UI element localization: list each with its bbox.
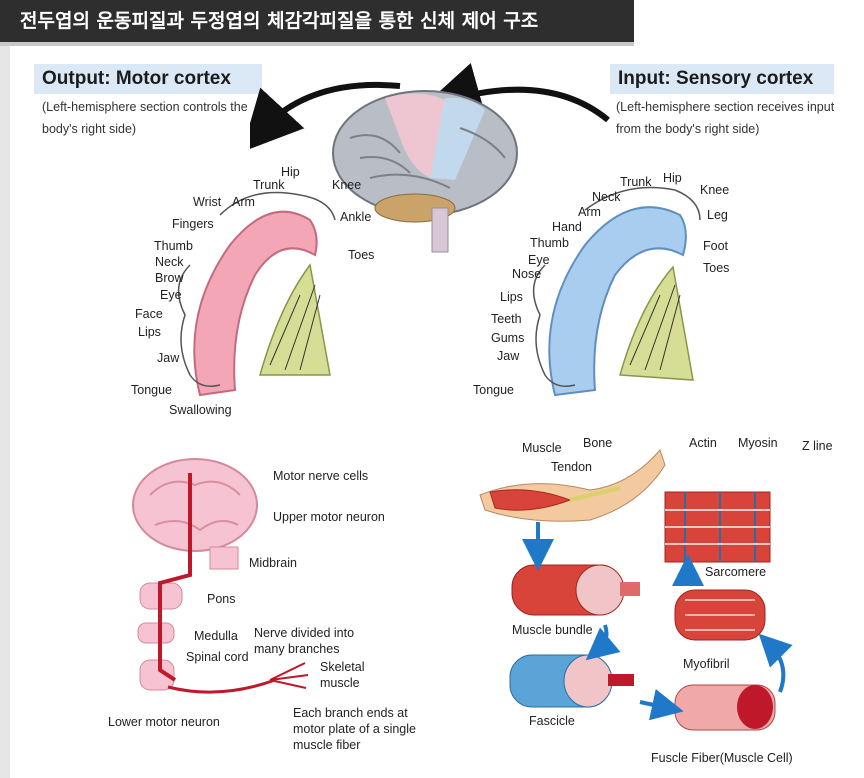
motor-label-thumb: Thumb [154,239,193,253]
medulla-shape [138,623,174,643]
muscle-label-z-line: Z line [802,439,833,453]
sensory-label-toes: Toes [703,261,729,275]
sensory-label-tongue: Tongue [473,383,514,397]
lower-motor-neuron-path [168,680,275,692]
motor-pathway-fibers [260,265,330,375]
sensory-homunculus-illustration [515,175,715,410]
motor-label-toes: Toes [348,248,374,262]
muscle-label-myosin: Myosin [738,436,778,450]
motor-label-trunk: Trunk [253,178,285,192]
motor-label-brow: Brow [155,271,183,285]
muscle-label-fascicle: Fascicle [529,714,575,728]
motor-label-eye: Eye [160,288,182,302]
motor-label-lips: Lips [138,325,161,339]
sensory-label-knee: Knee [700,183,729,197]
sensory-label-leg: Leg [707,208,728,222]
sensory-cortex-heading: Input: Sensory cortex [610,64,834,94]
motor-homunculus-illustration [160,175,350,410]
motor-subtitle-line1: (Left-hemisphere section controls the [42,96,248,118]
sensory-label-arm: Arm [578,205,601,219]
muscle-bundle-drawing [512,565,640,615]
motor-label-wrist: Wrist [193,195,221,209]
motor-label-arm: Arm [232,195,255,209]
motor-label-swallowing: Swallowing [169,403,232,417]
arrow-fascicle-to-fiber [640,702,668,708]
motor-cortex-heading: Output: Motor cortex [34,64,262,94]
muscle-fiber-drawing [675,685,775,730]
pathway-label-medulla: Medulla [194,629,238,643]
muscle-label-muscle-bundle: Muscle bundle [512,623,593,637]
sensory-subtitle-line2: from the body's right side) [616,118,759,140]
sensory-label-neck: Neck [592,190,620,204]
motor-pathway-illustration [120,455,320,725]
motor-label-fingers: Fingers [172,217,214,231]
sensory-label-teeth: Teeth [491,312,522,326]
arrow-fiber-to-myofibril [770,645,783,692]
brain-section [133,459,257,551]
motor-label-tongue: Tongue [131,383,172,397]
sensory-label-hand: Hand [552,220,582,234]
midbrain-shape [210,547,238,569]
arrow-bundle-to-fascicle [598,625,606,650]
muscle-label-tendon: Tendon [551,460,592,474]
myofibril-drawing [675,590,765,640]
sensory-label-lips: Lips [500,290,523,304]
pathway-label-spinal-cord: Spinal cord [186,650,249,664]
pathway-label-lower-motor-neuron: Lower motor neuron [108,715,220,729]
pathway-label-motor-nerve-cells: Motor nerve cells [273,469,368,483]
motor-label-jaw: Jaw [157,351,179,365]
pathway-label-upper-motor-neuron: Upper motor neuron [273,510,385,524]
muscle-label-actin: Actin [689,436,717,450]
left-margin-strip [0,46,10,778]
motor-label-ankle: Ankle [340,210,371,224]
muscle-label-muscle-fiber: Fuscle Fiber(Muscle Cell) [651,751,793,765]
pathway-label-midbrain: Midbrain [249,556,297,570]
fascicle-drawing [510,655,634,707]
pathway-label-skeletal: Skeletal [320,660,364,674]
pathway-label-muscle: muscle [320,676,360,690]
sensory-label-jaw: Jaw [497,349,519,363]
pathway-label-each-branch-line3: muscle fiber [293,738,360,752]
sensory-label-trunk: Trunk [620,175,652,189]
pathway-label-each-branch-line2: motor plate of a single [293,722,416,736]
motor-subtitle-line2: body's right side) [42,118,136,140]
muscle-label-bone: Bone [583,436,612,450]
muscle-label-myofibril: Myofibril [683,657,730,671]
sensory-label-gums: Gums [491,331,524,345]
sensory-subtitle-line1: (Left-hemisphere section receives input [616,96,834,118]
page-title: 전두엽의 운동피질과 두정엽의 체감각피질을 통한 신체 제어 구조 [0,0,634,42]
muscle-label-muscle: Muscle [522,441,562,455]
pathway-label-pons: Pons [207,592,236,606]
pathway-label-nerve-divided-line1: Nerve divided into [254,626,354,640]
motor-label-face: Face [135,307,163,321]
motor-label-hip: Hip [281,165,300,179]
pathway-label-each-branch-line1: Each branch ends at [293,706,408,720]
brain-icon [333,91,517,252]
title-shadow [0,42,634,46]
motor-label-knee: Knee [332,178,361,192]
pathway-label-nerve-divided-line2: many branches [254,642,339,656]
muscle-structure-illustration [470,430,810,750]
muscle-label-sarcomere: Sarcomere [705,565,766,579]
sensory-label-thumb: Thumb [530,236,569,250]
sensory-label-eye: Eye [528,253,550,267]
sensory-label-hip: Hip [663,171,682,185]
sensory-label-foot: Foot [703,239,728,253]
sarcomere-drawing [665,492,770,562]
motor-label-neck: Neck [155,255,183,269]
nerve-branches [270,663,308,688]
sensory-label-nose: Nose [512,267,541,281]
